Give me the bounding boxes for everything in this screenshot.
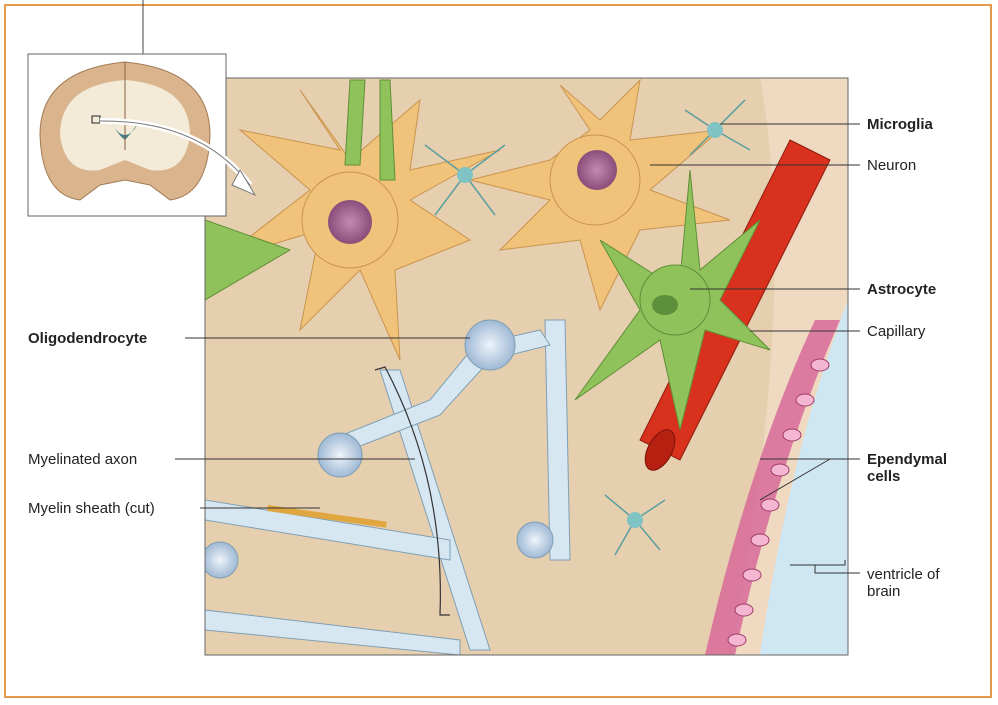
myelinated-axons	[205, 319, 571, 655]
leader-lines	[175, 123, 860, 574]
axon-bracket	[374, 366, 450, 616]
illustration-border	[204, 77, 849, 656]
label-ventricle-2: brain	[867, 583, 901, 600]
ventricle	[760, 300, 848, 655]
microglia-cells	[424, 99, 751, 556]
label-capillary: Capillary	[867, 323, 926, 340]
label-neuron: Neuron	[867, 157, 917, 174]
label-microglia: Microglia	[867, 116, 933, 133]
oligodendrocyte	[464, 319, 516, 371]
label-ependymal-1: Ependymal	[867, 451, 948, 468]
brain-section-inset	[27, 53, 257, 217]
label-myelin-sheath: Myelin sheath (cut)	[28, 500, 155, 517]
myelin-sheath-cut	[267, 505, 387, 528]
diagram-frame	[4, 4, 992, 698]
label-myelinated-axon: Myelinated axon	[28, 451, 138, 468]
label-ependymal-2: cells	[867, 468, 901, 485]
label-oligodendrocyte: Oligodendrocyte	[28, 330, 148, 347]
label-astrocyte: Astrocyte	[867, 281, 937, 298]
label-ventricle-1: ventricle of	[867, 566, 940, 583]
